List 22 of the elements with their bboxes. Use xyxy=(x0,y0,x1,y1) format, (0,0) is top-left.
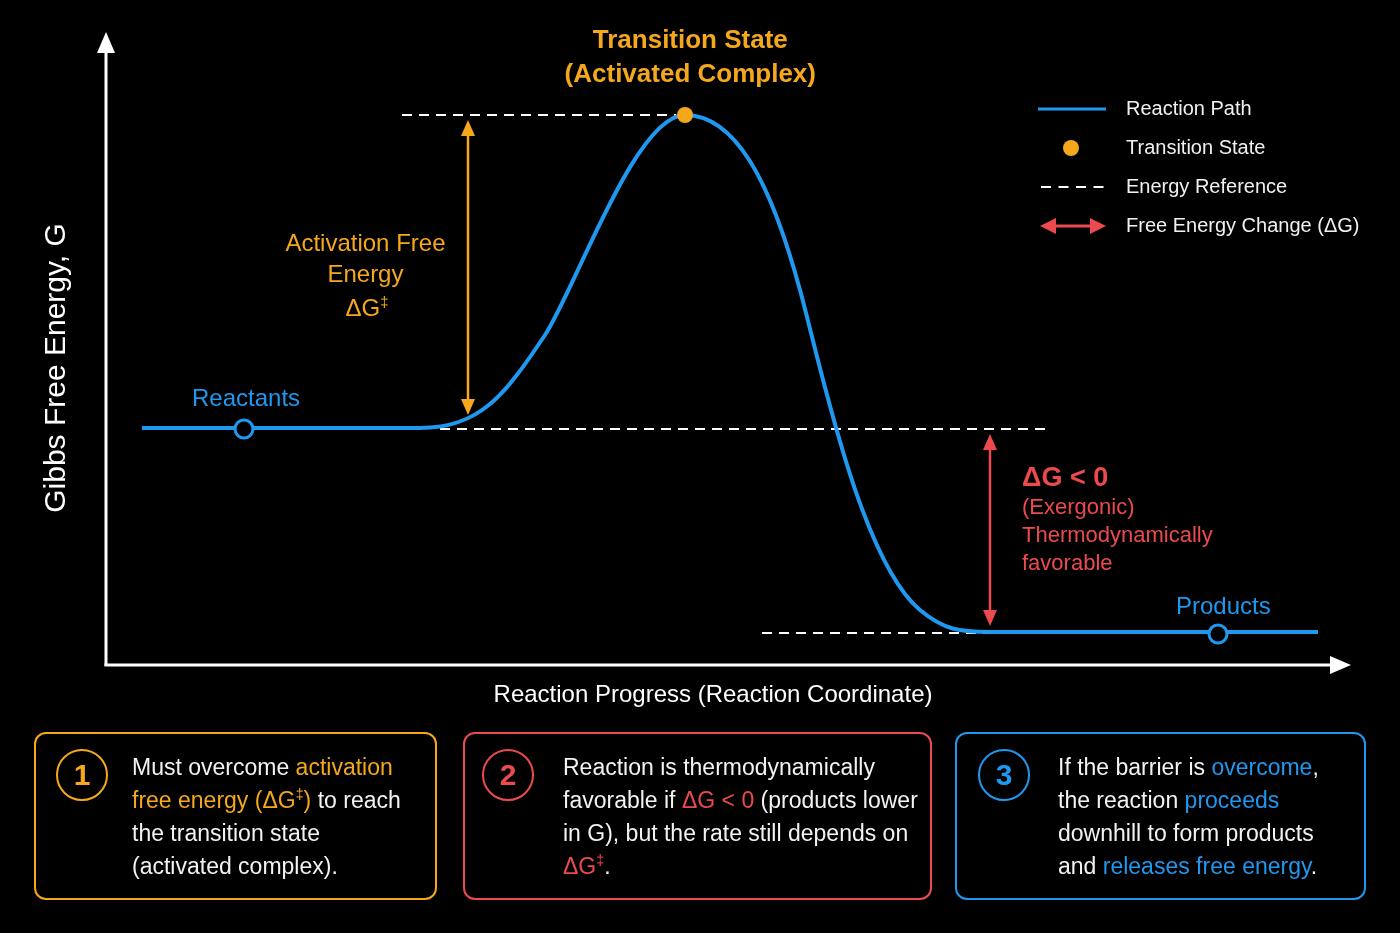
legend-label: Reaction Path xyxy=(1126,96,1252,120)
annotation-text: (Exergonic) Thermodynamically favorable xyxy=(1022,493,1214,577)
legend-label: Free Energy Change (ΔG) xyxy=(1126,213,1360,237)
step-number-badge: 1 xyxy=(56,749,108,801)
symbol-label: ΔG$^{‡}$ xyxy=(344,293,390,323)
note-text: If the barrier is overcome, the reaction proceeds downhill to form products and releases free energy. xyxy=(1058,753,1320,881)
annotation-label: ΔG < 0 xyxy=(1022,461,1109,493)
step-number-badge: 3 xyxy=(978,749,1030,801)
note-card xyxy=(463,732,932,900)
note-card xyxy=(955,732,1366,900)
state-label: Products xyxy=(1176,591,1271,621)
note-text: Reaction is thermodynamically favorable if ΔG < 0 (products lower in G), but the rate still depends on ΔG$^{‡}$. xyxy=(563,753,919,881)
axis-title: Gibbs Free Energy, G xyxy=(37,223,72,513)
annotation-label: Activation Free Energy xyxy=(284,228,447,289)
legend-label: Energy Reference xyxy=(1126,174,1288,198)
axis-title: Reaction Progress (Reaction Coordinate) xyxy=(492,679,934,709)
legend-label: Transition State xyxy=(1126,135,1266,159)
step-number-badge: 2 xyxy=(482,749,534,801)
note-card xyxy=(34,732,437,900)
note-text: Must overcome activation free energy (ΔG$^{‡}$) to reach the transition state (activated complex). xyxy=(132,753,402,881)
state-label: Reactants xyxy=(192,383,301,413)
state-label: Transition State (Activated Complex) xyxy=(563,23,817,90)
